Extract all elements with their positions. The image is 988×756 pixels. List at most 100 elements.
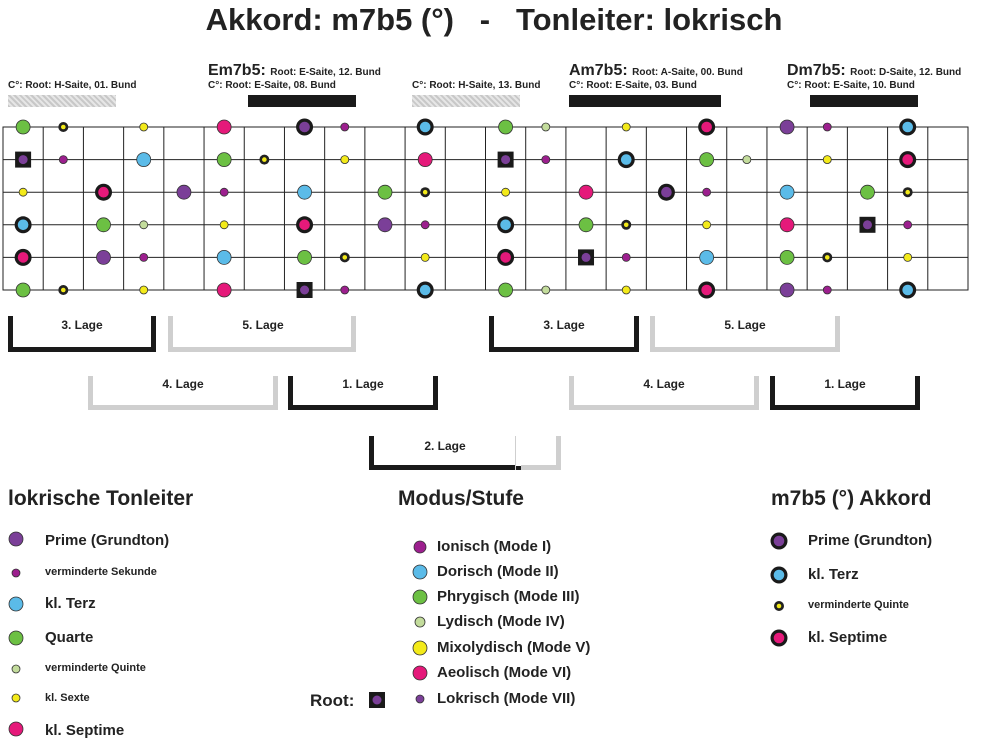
lydisch-mode-dot — [414, 616, 426, 628]
bracket-right — [634, 316, 639, 352]
sekunde-note — [219, 187, 229, 197]
septime-note — [417, 152, 433, 168]
bracket-left — [770, 376, 775, 410]
quinte-chord-center — [61, 287, 66, 293]
quarte-note — [699, 152, 715, 168]
lage-bracket — [168, 316, 356, 352]
septime-chord-center — [902, 154, 913, 165]
bracket-right — [351, 316, 356, 352]
position-bar — [412, 95, 520, 107]
chord-c-root-em7b5: C°: Root: E-Saite, 08. Bund — [208, 80, 336, 91]
quinte-note — [139, 220, 149, 230]
lage-label: 1. Lage — [342, 377, 384, 391]
sekunde-note — [11, 568, 21, 578]
septime-note — [578, 184, 594, 200]
legend-symbols — [8, 531, 788, 737]
legend-label: verminderte Sekunde — [45, 566, 157, 578]
legend-label: Quarte — [45, 629, 94, 646]
septime-chord-center — [98, 186, 109, 198]
terz-note — [699, 249, 715, 265]
quarte-note — [779, 249, 795, 265]
prime-note — [377, 217, 393, 233]
position-bar — [8, 95, 116, 107]
dorisch-mode-dot — [412, 564, 428, 580]
bracket-right — [151, 316, 156, 352]
bracket-left — [168, 316, 173, 352]
terz-chord-center — [902, 121, 913, 133]
lage-label: 1. Lage — [824, 377, 866, 391]
root-marker-center — [300, 285, 310, 295]
terz-chord-center — [902, 284, 913, 296]
quarte-note — [96, 217, 111, 233]
legend-label: kl. Septime — [808, 629, 888, 646]
bracket-bottom — [569, 405, 759, 410]
root-marker-center — [501, 155, 511, 165]
lage-label: 3. Lage — [61, 318, 103, 332]
prime-note — [779, 282, 795, 298]
page-title: Akkord: m7b5 (°) - Tonleiter: lokrisch — [205, 2, 783, 37]
quarte-note — [15, 282, 31, 298]
legend-label: Prime (Grundton) — [45, 532, 170, 549]
lage-bracket — [770, 376, 920, 410]
terz-chord-center — [773, 569, 785, 581]
root-marker-center — [581, 252, 591, 262]
bracket-right — [754, 376, 759, 410]
quinte-chord-center — [824, 255, 830, 260]
chord-legend-title: m7b5 (°) Akkord — [771, 487, 932, 510]
quarte-note — [297, 249, 312, 265]
chord-c-root-dm7b5: C°: Root: E-Saite, 10. Bund — [787, 80, 915, 91]
legend-label: kl. Septime — [45, 722, 125, 739]
position-bar — [248, 95, 356, 107]
sexte-note — [822, 155, 832, 165]
quinte-note — [11, 664, 21, 674]
quinte-chord-center — [342, 255, 348, 260]
prime-note — [779, 119, 795, 135]
quarte-note — [15, 119, 31, 135]
sexte-note — [139, 285, 149, 295]
lage-bracket — [8, 316, 156, 352]
terz-chord-center — [620, 154, 632, 165]
sexte-note — [139, 122, 149, 132]
lage-bracket — [569, 376, 759, 410]
chord-header-am7b5: Am7b5: Root: A-Saite, 00. Bund — [569, 62, 743, 80]
sekunde-note — [822, 285, 832, 295]
quarte-note — [498, 119, 514, 135]
bracket-right — [915, 376, 920, 410]
fretboard-grid — [2, 126, 969, 291]
terz-chord-center — [17, 219, 29, 231]
quarte-note — [377, 184, 393, 200]
chord-header-em7b5: Em7b5: Root: E-Saite, 12. Bund — [208, 62, 381, 80]
bracket-left — [650, 316, 655, 352]
legend-label: Lydisch (Mode IV) — [437, 613, 565, 630]
septime-chord-center — [701, 121, 712, 133]
septime-note — [216, 282, 232, 298]
legend-label: kl. Terz — [808, 566, 859, 583]
prime-note — [96, 249, 111, 265]
bracket-bottom — [650, 347, 840, 352]
quinte-note — [541, 285, 551, 295]
prime-chord-center — [299, 121, 310, 133]
legend-label: verminderte Quinte — [45, 662, 146, 674]
quarte-note — [578, 217, 594, 233]
sekunde-note — [822, 122, 832, 132]
lage-label: 5. Lage — [724, 318, 766, 332]
legend-label: Mixolydisch (Mode V) — [437, 639, 591, 656]
lage-bracket — [515, 436, 561, 470]
terz-note — [297, 184, 312, 200]
terz-chord-center — [419, 121, 431, 133]
sekunde-note — [58, 155, 68, 165]
bracket-bottom — [369, 465, 521, 470]
bracket-left — [88, 376, 93, 410]
bracket-bottom — [515, 465, 561, 470]
legend-label: Lokrisch (Mode VII) — [437, 690, 576, 707]
sekunde-note — [621, 252, 631, 262]
root-legend-label: Root: — [310, 691, 355, 710]
bracket-left — [569, 376, 574, 410]
legend-label: Aeolisch (Mode VI) — [437, 664, 572, 681]
quinte-chord-center — [61, 124, 66, 130]
aeolisch-mode-dot — [412, 665, 428, 681]
quinte-note — [541, 122, 551, 132]
sexte-note — [501, 187, 511, 197]
sexte-note — [420, 252, 430, 262]
